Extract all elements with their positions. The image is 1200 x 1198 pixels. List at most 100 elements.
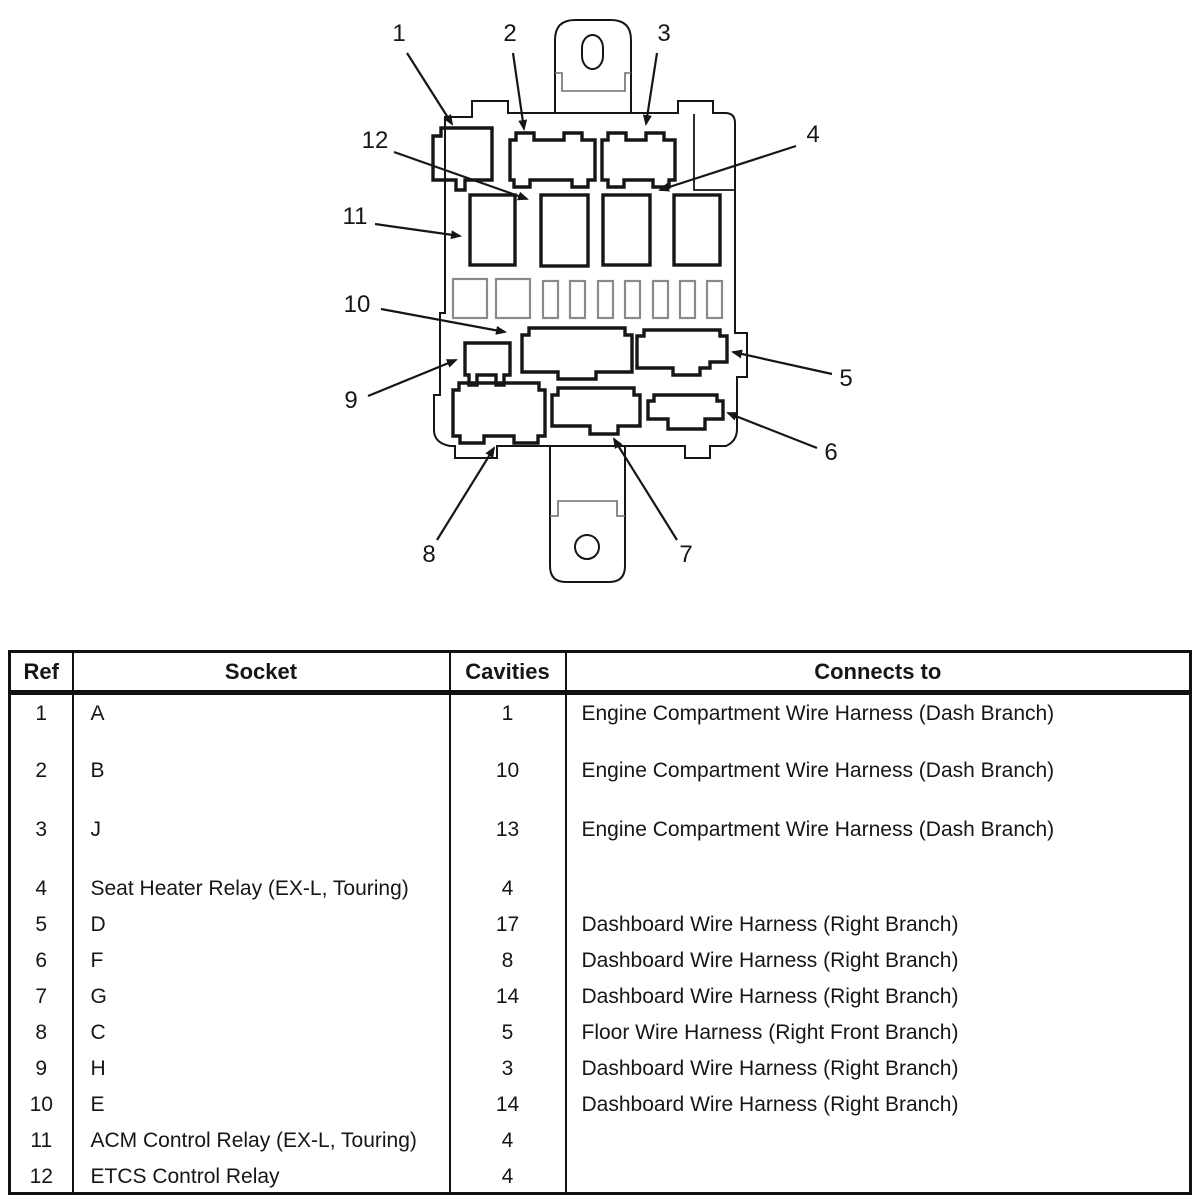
bottom-mount-bracket-slot <box>550 500 625 517</box>
connector-d <box>635 328 729 377</box>
fusebox-diagram-area: 1 2 3 4 12 11 10 9 5 6 8 7 <box>343 19 853 583</box>
table-row-6: 6 F 8 Dashboard Wire Harness (Right Bran… <box>9 941 1191 978</box>
bottom-mount-bracket <box>549 446 626 583</box>
table-row-8: 8 C 5 Floor Wire Harness (Right Front Br… <box>9 1013 1191 1050</box>
fuse-small-5 <box>651 279 670 320</box>
socket-b <box>508 131 597 189</box>
cell-connects: Engine Compartment Wire Harness (Dash Br… <box>581 702 1055 725</box>
cell-cavities: 4 <box>449 1157 567 1194</box>
relay-3-seat-heater <box>601 193 652 267</box>
cell-cavities: 8 <box>449 941 567 978</box>
top-mount-hole <box>581 34 604 70</box>
callout-label-7: 7 <box>679 541 692 568</box>
callout-label-2: 2 <box>503 20 516 47</box>
fuse-small-3 <box>596 279 615 320</box>
connector-e <box>520 326 634 381</box>
cell-cavities: 13 <box>449 810 567 870</box>
top-mount-bracket-slot <box>555 72 631 92</box>
callout-line-4 <box>658 144 797 192</box>
header-connects: Connects to <box>565 651 1191 695</box>
cell-ref: 2 <box>9 751 74 811</box>
header-socket: Socket <box>72 651 451 695</box>
fuse-small-7 <box>705 279 724 320</box>
connector-c <box>451 381 547 445</box>
cell-connects: Floor Wire Harness (Right Front Branch) <box>581 1020 959 1044</box>
table-row-1: 1 A 1 Engine Compartment Wire Harness (D… <box>9 692 1191 752</box>
header-cavities: Cavities <box>449 651 567 695</box>
callout-label-1: 1 <box>392 20 405 47</box>
top-mount-bracket <box>554 19 632 113</box>
table-body: 1 A 1 Engine Compartment Wire Harness (D… <box>9 692 1191 1194</box>
cell-socket: F <box>72 941 451 978</box>
callout-line-8 <box>436 446 496 541</box>
cell-ref: 10 <box>9 1085 74 1122</box>
cell-ref: 1 <box>9 692 74 752</box>
table-header: Ref Socket Cavities Connects to <box>9 651 1191 695</box>
cell-cavities: 1 <box>449 692 567 752</box>
socket-a <box>431 126 494 192</box>
cell-ref: 8 <box>9 1013 74 1050</box>
cell-cavities: 17 <box>449 905 567 942</box>
callout-label-6: 6 <box>824 439 837 466</box>
fuse-small-2 <box>568 279 587 320</box>
cell-cavities: 5 <box>449 1013 567 1050</box>
relay-4 <box>672 193 722 267</box>
cell-connects: Dashboard Wire Harness (Right Branch) <box>581 1092 959 1116</box>
cell-connects: Dashboard Wire Harness (Right Branch) <box>581 984 959 1008</box>
callout-line-11 <box>374 222 462 240</box>
header-ref: Ref <box>9 651 74 695</box>
fuse-row <box>451 277 724 320</box>
cell-connects: Engine Compartment Wire Harness (Dash Br… <box>581 817 1055 841</box>
fuse-small-4 <box>623 279 642 320</box>
cell-ref: 7 <box>9 977 74 1014</box>
cell-cavities: 4 <box>449 869 567 906</box>
table-row-7: 7 G 14 Dashboard Wire Harness (Right Bra… <box>9 977 1191 1014</box>
connector-g <box>550 386 642 436</box>
cell-cavities: 14 <box>449 1085 567 1122</box>
table-row-10: 10 E 14 Dashboard Wire Harness (Right Br… <box>9 1085 1191 1122</box>
callout-line-6 <box>726 411 818 450</box>
callout-labels: 1 2 3 4 12 11 10 9 5 6 8 7 <box>343 20 853 568</box>
fuse-large-2 <box>494 277 532 320</box>
table-row-11: 11 ACM Control Relay (EX-L, Touring) 4 <box>9 1121 1191 1158</box>
connector-h <box>463 341 512 387</box>
cell-connects: Engine Compartment Wire Harness (Dash Br… <box>581 758 1055 782</box>
cell-socket: ACM Control Relay (EX-L, Touring) <box>72 1121 451 1158</box>
callout-line-5 <box>731 349 833 376</box>
table-header-row: Ref Socket Cavities Connects to <box>9 651 1191 695</box>
cell-connects: Dashboard Wire Harness (Right Branch) <box>581 912 959 936</box>
callout-label-11: 11 <box>343 203 368 230</box>
table-row-12: 12 ETCS Control Relay 4 <box>9 1157 1191 1194</box>
callout-label-9: 9 <box>344 387 357 414</box>
table-row-3: 3 J 13 Engine Compartment Wire Harness (… <box>9 810 1191 870</box>
callout-line-3 <box>642 52 659 126</box>
cell-socket: Seat Heater Relay (EX-L, Touring) <box>72 869 451 906</box>
cell-cavities: 14 <box>449 977 567 1014</box>
table-row-9: 9 H 3 Dashboard Wire Harness (Right Bran… <box>9 1049 1191 1086</box>
callout-line-7 <box>612 437 678 541</box>
cell-connects <box>566 1122 1191 1158</box>
cell-socket: G <box>72 977 451 1014</box>
callout-label-12: 12 <box>362 127 389 154</box>
body-inner-notch <box>693 114 735 191</box>
cell-ref: 6 <box>9 941 74 978</box>
callout-label-3: 3 <box>657 20 670 47</box>
fuse-small-1 <box>541 279 560 320</box>
cell-ref: 5 <box>9 905 74 942</box>
relay-1-acm <box>468 193 517 267</box>
callout-line-9 <box>367 358 458 398</box>
socket-j <box>600 131 677 189</box>
fusebox-diagram-svg: 1 2 3 4 12 11 10 9 5 6 8 7 <box>343 19 853 583</box>
cell-ref: 4 <box>9 869 74 906</box>
cell-socket: J <box>72 810 451 870</box>
cell-ref: 3 <box>9 810 74 870</box>
callout-label-8: 8 <box>422 541 435 568</box>
callout-label-4: 4 <box>806 121 819 148</box>
cell-cavities: 10 <box>449 751 567 811</box>
cell-connects: Dashboard Wire Harness (Right Branch) <box>581 1056 959 1080</box>
table-row-4: 4 Seat Heater Relay (EX-L, Touring) 4 <box>9 869 1191 906</box>
callout-label-10: 10 <box>344 291 371 318</box>
callout-lines <box>367 52 833 541</box>
table-row-5: 5 D 17 Dashboard Wire Harness (Right Bra… <box>9 905 1191 942</box>
